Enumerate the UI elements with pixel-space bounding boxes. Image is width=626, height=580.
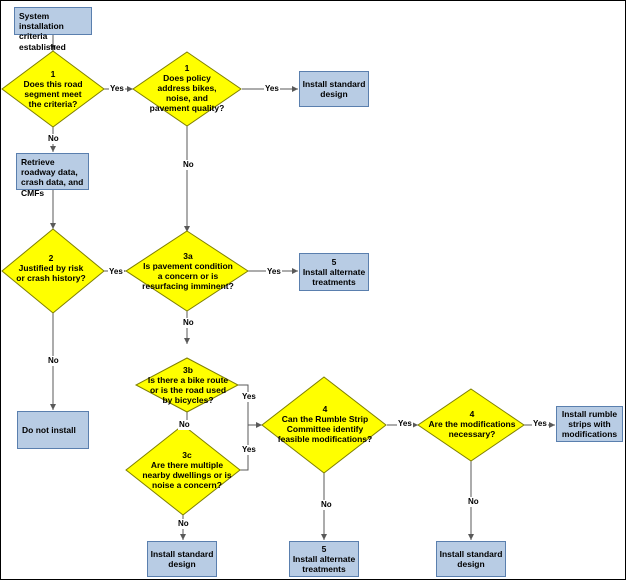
install-alternate-treatments-1: 5 Install alternate treatments <box>299 253 369 291</box>
decision-4b-diamond <box>417 388 525 462</box>
decision-3c-diamond <box>125 424 241 516</box>
install-alt-1-text: Install alternate treatments <box>302 266 366 288</box>
yes-label-4-necessary: Yes <box>532 419 548 429</box>
no-label-1a-to-retrieve: No <box>47 134 60 144</box>
decision-3b-question: Is there a bike route or is the road use… <box>147 374 229 406</box>
yes-label-3c: Yes <box>241 445 257 455</box>
decision-1b-diamond <box>132 51 242 127</box>
yes-label-3a-to-install: Yes <box>266 267 282 277</box>
decision-3a-pavement: 3a Is pavement condition a concern or is… <box>141 247 235 295</box>
install-alt-2-number: 5 <box>321 543 327 554</box>
decision-1b-number: 1 <box>184 62 190 73</box>
decision-4a-diamond <box>261 376 387 474</box>
retrieve-data-box: Retrieve roadway data, crash data, and C… <box>16 153 89 198</box>
no-label-1b-to-3a: No <box>182 160 195 170</box>
yes-label-4-committee: Yes <box>397 419 413 429</box>
decision-2-justified: 2 Justified by risk or crash history? <box>16 245 86 291</box>
decision-4-committee: 4 Can the Rumble Strip Committee identif… <box>273 399 377 449</box>
decision-3b-number: 3b <box>183 364 193 375</box>
no-label-2-to-do-not-install: No <box>47 356 60 366</box>
install-alt-2-text: Install alternate treatments <box>292 553 356 575</box>
install-standard-design-bottom-left: Install standard design <box>147 541 217 577</box>
start-box: System installation criteria established <box>14 7 92 52</box>
decision-3a-question: Is pavement condition a concern or is re… <box>142 260 234 292</box>
decision-1b-question: Does policy address bikes, noise, and pa… <box>149 72 225 114</box>
decision-3c-dwellings: 3c Are there multiple nearby dwellings o… <box>141 447 233 493</box>
decision-3a-diamond <box>125 230 249 312</box>
do-not-install-text: Do not install <box>22 424 76 435</box>
decision-3a-number: 3a <box>183 250 193 261</box>
no-label-3a-to-3b: No <box>182 318 195 328</box>
retrieve-text: Retrieve roadway data, crash data, and C… <box>21 157 84 198</box>
install-rumble-strips-box: Install rumble strips with modifications <box>556 406 623 442</box>
no-label-4-necessary: No <box>467 497 480 507</box>
install-standard-design-bottom-right: Install standard design <box>436 541 506 577</box>
no-label-4-committee: No <box>320 500 333 510</box>
decision-4b-number: 4 <box>469 408 475 419</box>
install-alternate-treatments-2: 5 Install alternate treatments <box>289 541 359 577</box>
install-standard-design-top: Install standard design <box>299 71 369 107</box>
decision-4a-number: 4 <box>322 403 328 414</box>
no-label-3b-to-3c: No <box>178 420 191 430</box>
install-alt-1-number: 5 <box>331 256 337 267</box>
decision-3b-diamond <box>134 357 240 413</box>
decision-3b-bike-route: 3b Is there a bike route or is the road … <box>144 362 232 408</box>
decision-1-policy: 1 Does policy address bikes, noise, and … <box>147 62 227 114</box>
install-standard-bottom-right-text: Install standard design <box>439 548 503 569</box>
start-text: System installation criteria established <box>19 11 66 52</box>
decision-1-meets-criteria: 1 Does this road segment meet the criter… <box>23 65 83 113</box>
decision-1a-diamond <box>1 50 105 128</box>
install-standard-top-text: Install standard design <box>302 78 366 99</box>
do-not-install-box: Do not install <box>17 411 89 449</box>
decision-2-question: Justified by risk or crash history? <box>16 262 86 284</box>
install-rumble-text: Install rumble strips with modifications <box>561 408 618 440</box>
yes-label-2-to-3a: Yes <box>108 267 124 277</box>
decision-2-diamond <box>1 228 105 314</box>
yes-label-1b-to-install: Yes <box>264 84 280 94</box>
decision-1a-number: 1 <box>50 68 56 79</box>
decision-4-necessary: 4 Are the modifications necessary? <box>428 404 516 444</box>
decision-1a-question: Does this road segment meet the criteria… <box>23 78 83 110</box>
decision-2-number: 2 <box>48 252 54 263</box>
yes-label-1a-to-1b: Yes <box>109 84 125 94</box>
install-standard-bottom-left-text: Install standard design <box>150 548 214 569</box>
decision-3c-number: 3c <box>182 449 192 460</box>
decision-4b-question: Are the modifications necessary? <box>428 418 516 440</box>
yes-label-3b: Yes <box>241 392 257 402</box>
decision-3c-question: Are there multiple nearby dwellings or i… <box>142 459 232 491</box>
no-label-3c-to-install: No <box>177 519 190 529</box>
connector-3b-yes-branch <box>238 384 249 471</box>
decision-4a-question: Can the Rumble Strip Committee identify … <box>277 413 373 445</box>
